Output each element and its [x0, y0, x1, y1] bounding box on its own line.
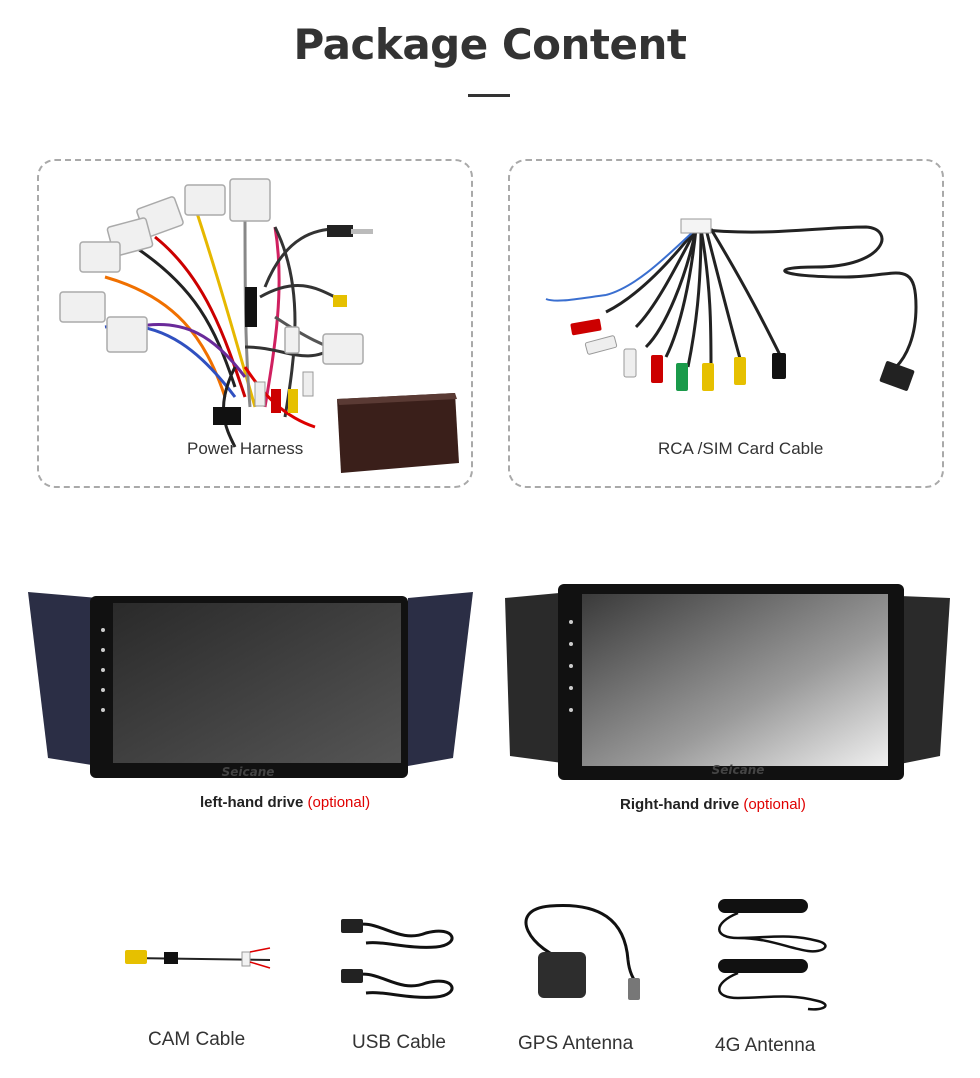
right-hand-drive-text: Right-hand drive — [620, 796, 740, 813]
title-underline — [468, 94, 510, 97]
rca-cable-image — [545, 218, 918, 391]
rca-sim-card: RCA /SIM Card Cable — [508, 159, 944, 488]
usb-cable-label: USB Cable — [352, 1032, 446, 1053]
seicane-brand-left: Seicane — [222, 765, 275, 779]
usb-cable-image — [341, 919, 454, 999]
left-optional-text: (optional) — [307, 794, 371, 811]
right-optional-text: (optional) — [743, 796, 806, 813]
rca-sim-label: RCA /SIM Card Cable — [658, 439, 824, 458]
power-harness-image — [59, 178, 459, 473]
seicane-brand-right: Seicane — [712, 763, 765, 777]
right-hand-drive-unit: Seicane — [500, 584, 950, 782]
head-unit-image: Seicane — [505, 584, 950, 780]
4g-antenna-label: 4G Antenna — [715, 1035, 816, 1056]
head-unit-image: Seicane — [28, 592, 473, 779]
left-hand-drive-label: left-hand drive (optional) — [200, 794, 370, 811]
gps-antenna-label: GPS Antenna — [518, 1033, 634, 1054]
page-title: Package Content — [293, 20, 687, 69]
power-harness-card: Power Harness — [37, 159, 473, 488]
cam-cable-image — [125, 947, 271, 969]
cam-cable-label: CAM Cable — [148, 1029, 246, 1050]
right-hand-drive-label: Right-hand drive (optional) — [620, 796, 806, 813]
left-hand-drive-unit: Seicane — [28, 588, 473, 780]
left-hand-drive-text: left-hand drive — [200, 794, 304, 811]
gps-antenna-image — [524, 903, 640, 1000]
power-harness-label: Power Harness — [187, 439, 304, 458]
4g-antenna-image — [718, 899, 827, 1011]
